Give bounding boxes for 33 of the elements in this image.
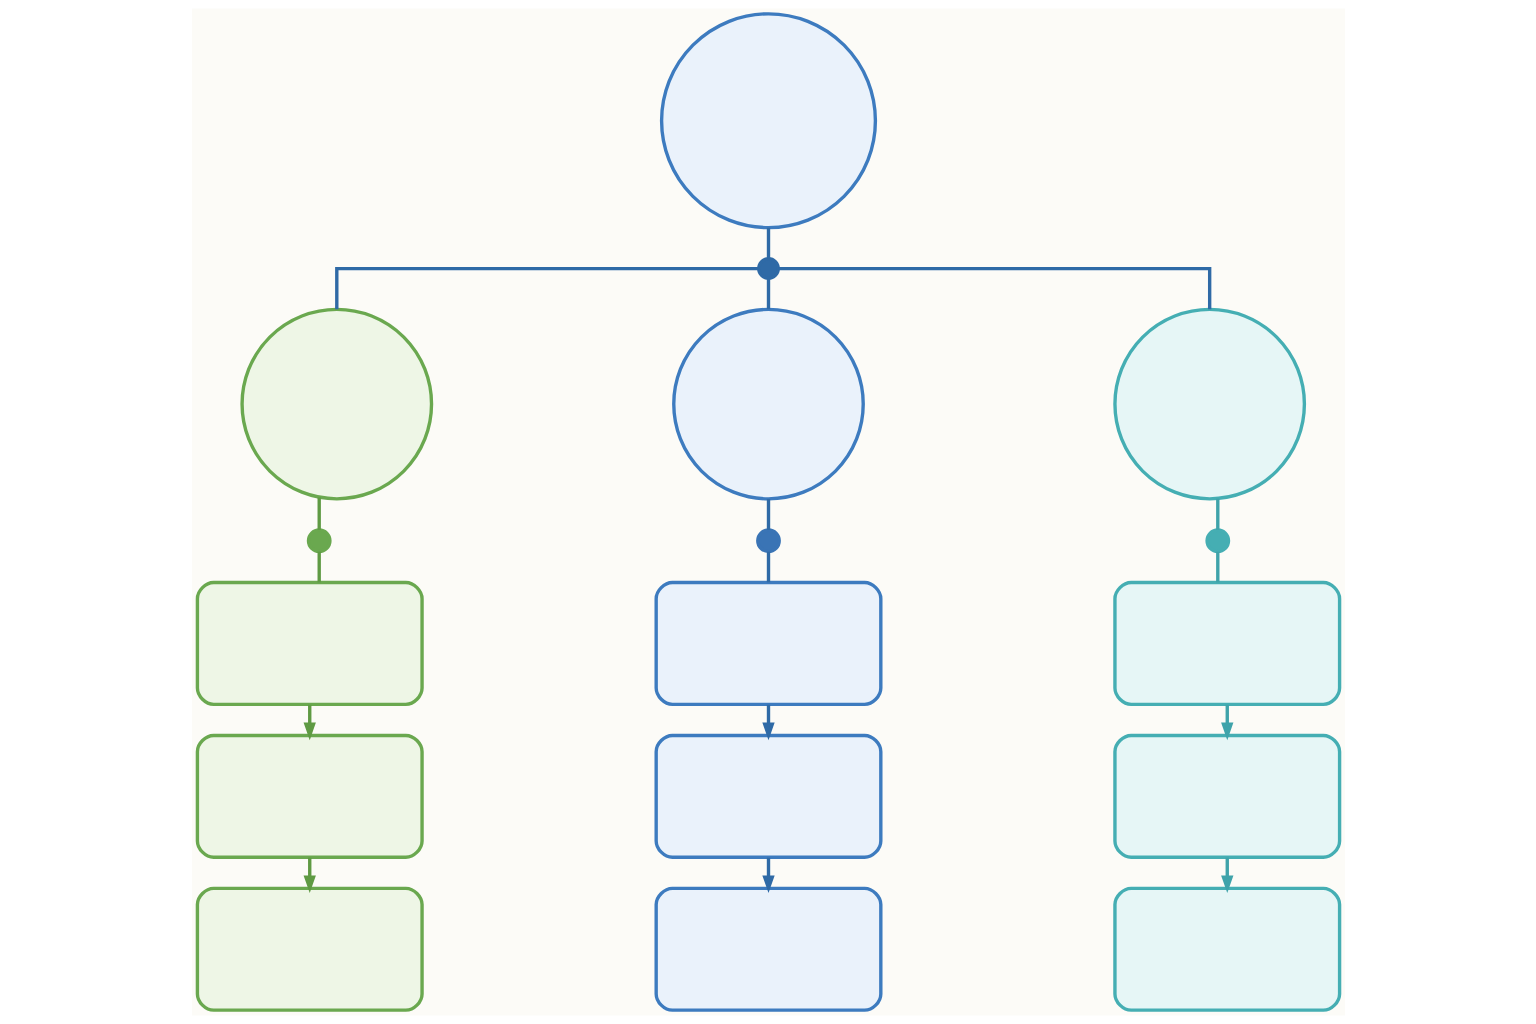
node-dot bbox=[1204, 528, 1230, 554]
node-dot bbox=[755, 528, 781, 554]
node-box bbox=[195, 733, 424, 859]
node-box bbox=[654, 580, 882, 707]
connector bbox=[334, 266, 759, 310]
node-circle bbox=[1112, 307, 1306, 501]
node-dot bbox=[306, 528, 332, 554]
node-circle bbox=[671, 307, 865, 501]
connector bbox=[317, 497, 321, 530]
node-box bbox=[1112, 733, 1341, 859]
arrow bbox=[303, 857, 316, 894]
connector bbox=[1215, 551, 1219, 583]
connector bbox=[766, 551, 770, 583]
node-dot bbox=[756, 257, 780, 280]
node-box bbox=[654, 733, 882, 859]
arrow bbox=[761, 857, 775, 894]
node-circle bbox=[659, 12, 877, 230]
node-box bbox=[654, 886, 882, 1012]
arrow bbox=[761, 704, 775, 741]
connector bbox=[778, 266, 1211, 310]
node-box bbox=[195, 886, 424, 1012]
node-box bbox=[1112, 580, 1341, 707]
connector bbox=[766, 227, 770, 259]
node-circle bbox=[239, 307, 433, 501]
node-box bbox=[1112, 886, 1341, 1012]
connector bbox=[766, 278, 770, 310]
arrow bbox=[1220, 857, 1233, 894]
connector bbox=[766, 498, 770, 530]
connector bbox=[1215, 498, 1219, 530]
arrow bbox=[1220, 704, 1233, 741]
connector bbox=[317, 551, 321, 583]
arrow bbox=[303, 704, 316, 741]
node-box bbox=[195, 580, 424, 707]
